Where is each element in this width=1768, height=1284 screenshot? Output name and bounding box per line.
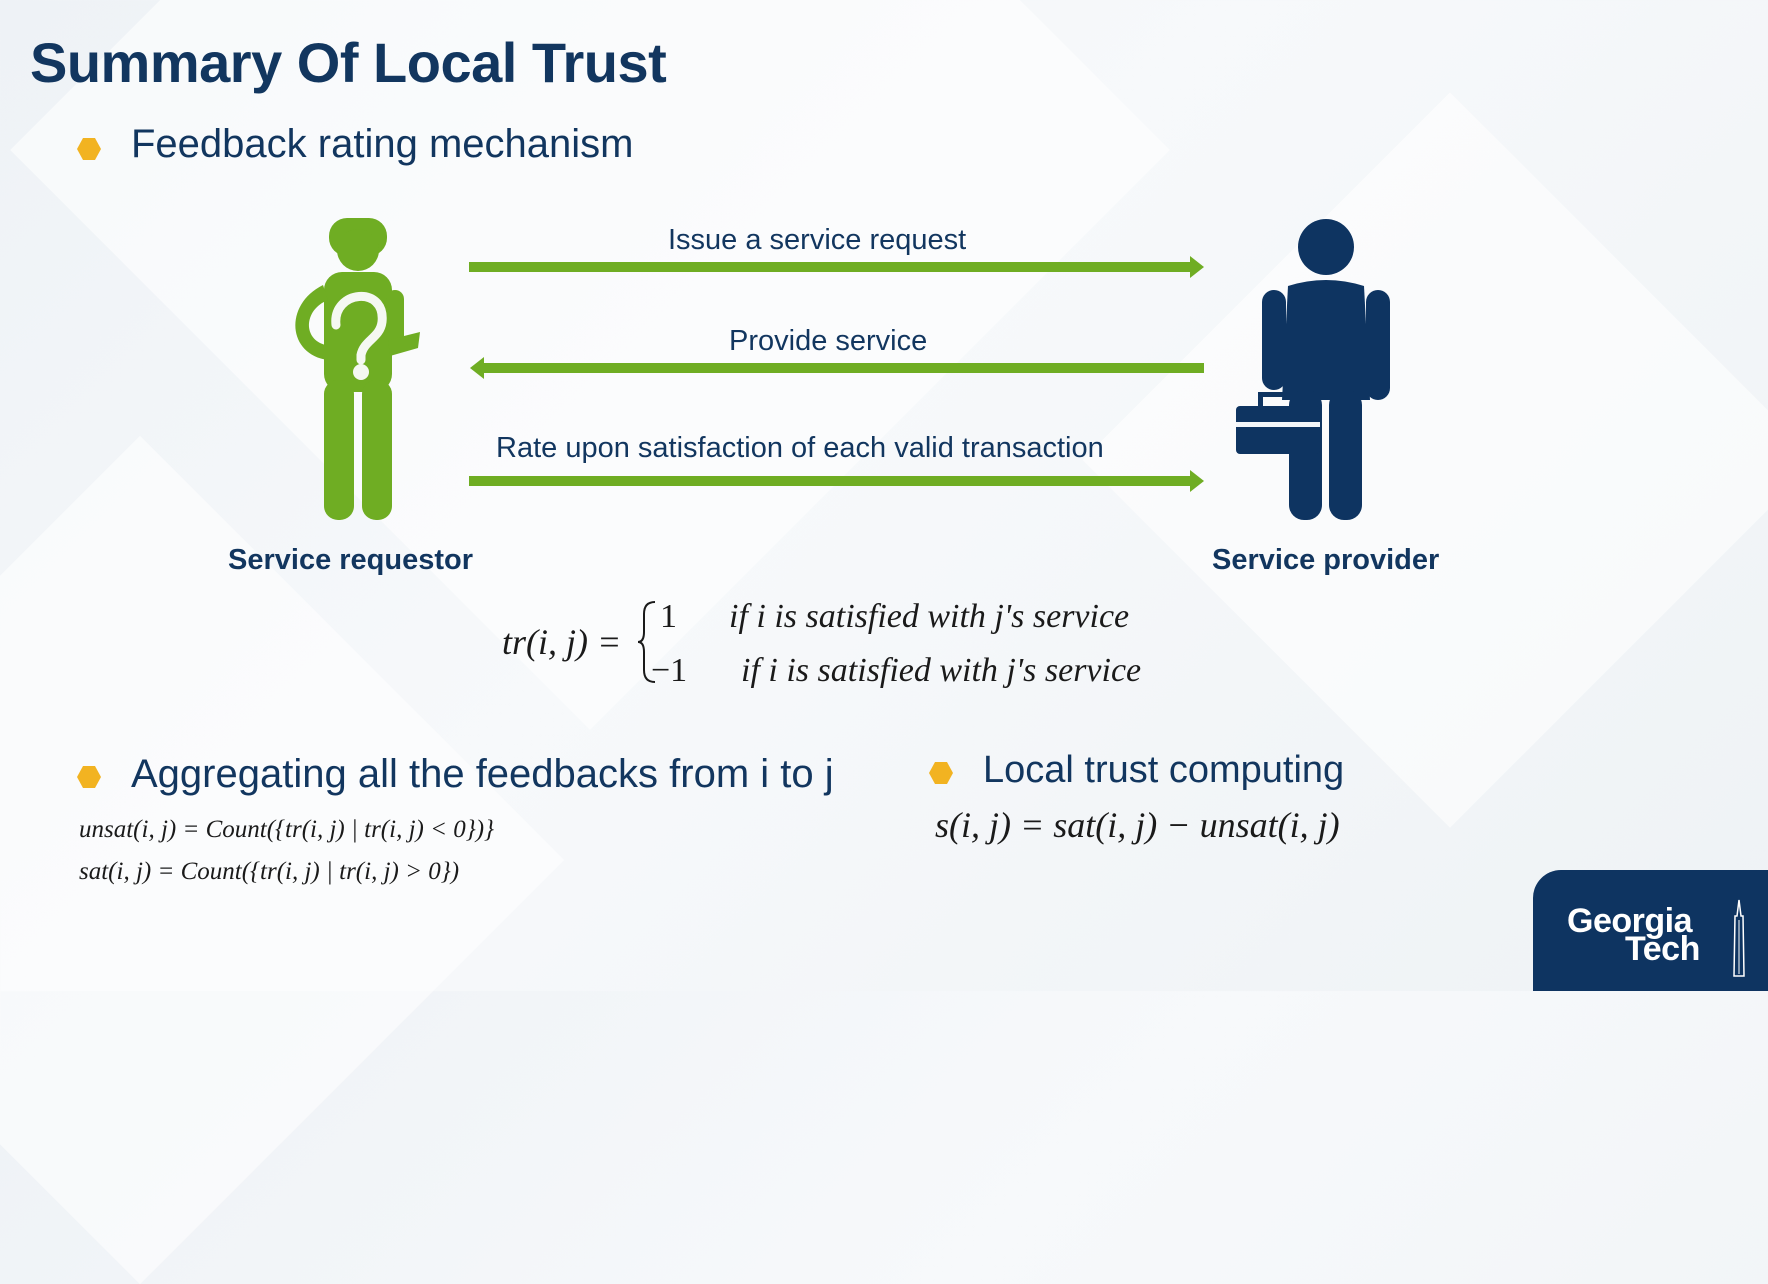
bullet-aggregating: Aggregating all the feedbacks from i to … (131, 752, 834, 796)
sat-formula: sat(i, j) = Count({tr(i, j) | tr(i, j) >… (79, 858, 460, 885)
slide-title: Summary Of Local Trust (30, 31, 667, 94)
piecewise-brace (637, 601, 656, 683)
bullet-local-trust: Local trust computing (983, 749, 1345, 791)
tower-icon (1733, 899, 1745, 977)
service-provider-label: Service provider (1212, 544, 1440, 576)
person-question-icon (295, 218, 420, 520)
logo-line-1: Georgia (1567, 902, 1692, 940)
tr-case2-condition: if i is satisfied with j's service (741, 652, 1142, 689)
logo-line-2: Tech (1625, 930, 1700, 968)
s-formula: s(i, j) = sat(i, j) − unsat(i, j) (935, 805, 1340, 845)
person-briefcase-icon (1236, 219, 1390, 520)
arrow-label-rate: Rate upon satisfaction of each valid tra… (496, 432, 1104, 464)
arrow-label-provide: Provide service (729, 325, 928, 357)
tr-case1-condition: if i is satisfied with j's service (729, 598, 1130, 635)
unsat-formula: unsat(i, j) = Count({tr(i, j) | tr(i, j)… (79, 816, 495, 843)
service-requestor-label: Service requestor (228, 544, 474, 576)
arrow-rate (469, 470, 1204, 492)
bullet-feedback-rating: Feedback rating mechanism (131, 122, 634, 166)
arrow-provide (470, 357, 1204, 379)
tr-formula-lhs: tr(i, j) = (502, 622, 622, 662)
tr-case2-value: −1 (651, 652, 688, 689)
hexagon-bullet-icon (77, 766, 101, 788)
arrow-request (469, 256, 1204, 278)
arrows-diagram (469, 256, 1204, 492)
hexagon-bullet-icon (77, 138, 101, 160)
tr-case1-value: 1 (660, 598, 677, 635)
georgia-tech-logo: Georgia Tech (1533, 870, 1768, 991)
arrow-label-request: Issue a service request (668, 224, 967, 256)
hexagon-bullet-icon (929, 762, 953, 784)
